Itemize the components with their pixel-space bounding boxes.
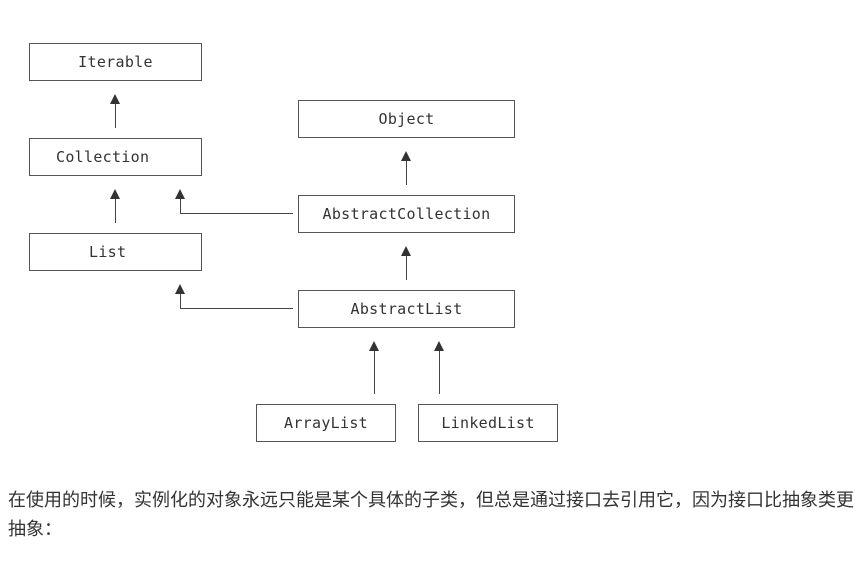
edge-abstract-list-list-vertical bbox=[180, 294, 181, 309]
arrow-head-collection-from-abstract-collection bbox=[175, 189, 185, 199]
node-collection: Collection bbox=[29, 138, 202, 176]
edge-abstract-list-list-horizontal bbox=[180, 308, 293, 309]
node-list: List bbox=[29, 233, 202, 271]
node-iterable: Iterable bbox=[29, 43, 202, 81]
node-array-list: ArrayList bbox=[256, 404, 396, 442]
class-hierarchy-diagram: Iterable Collection List Object Abstract… bbox=[29, 43, 558, 442]
edge-array-list-abstract-list bbox=[374, 351, 375, 394]
arrow-head-abstract-list-from-linked-list bbox=[434, 341, 444, 351]
arrow-head-object bbox=[401, 151, 411, 161]
edge-abstract-list-abstract-collection bbox=[406, 256, 407, 280]
node-abstract-list: AbstractList bbox=[298, 290, 515, 328]
edge-abstract-collection-collection-horizontal bbox=[180, 213, 293, 214]
arrow-head-iterable bbox=[110, 94, 120, 104]
node-object: Object bbox=[298, 100, 515, 138]
node-linked-list: LinkedList bbox=[418, 404, 558, 442]
node-abstract-collection: AbstractCollection bbox=[298, 195, 515, 233]
edge-linked-list-abstract-list bbox=[439, 351, 440, 394]
edge-list-collection bbox=[115, 199, 116, 223]
edge-collection-iterable bbox=[115, 104, 116, 128]
arrow-head-list bbox=[175, 284, 185, 294]
arrow-head-collection-from-list bbox=[110, 189, 120, 199]
arrow-head-abstract-list-from-array-list bbox=[369, 341, 379, 351]
edge-abstract-collection-collection-vertical bbox=[180, 199, 181, 214]
edge-abstract-collection-object bbox=[406, 161, 407, 185]
arrow-head-abstract-collection bbox=[401, 246, 411, 256]
caption-paragraph: 在使用的时候，实例化的对象永远只能是某个具体的子类，但总是通过接口去引用它，因为… bbox=[8, 490, 854, 540]
